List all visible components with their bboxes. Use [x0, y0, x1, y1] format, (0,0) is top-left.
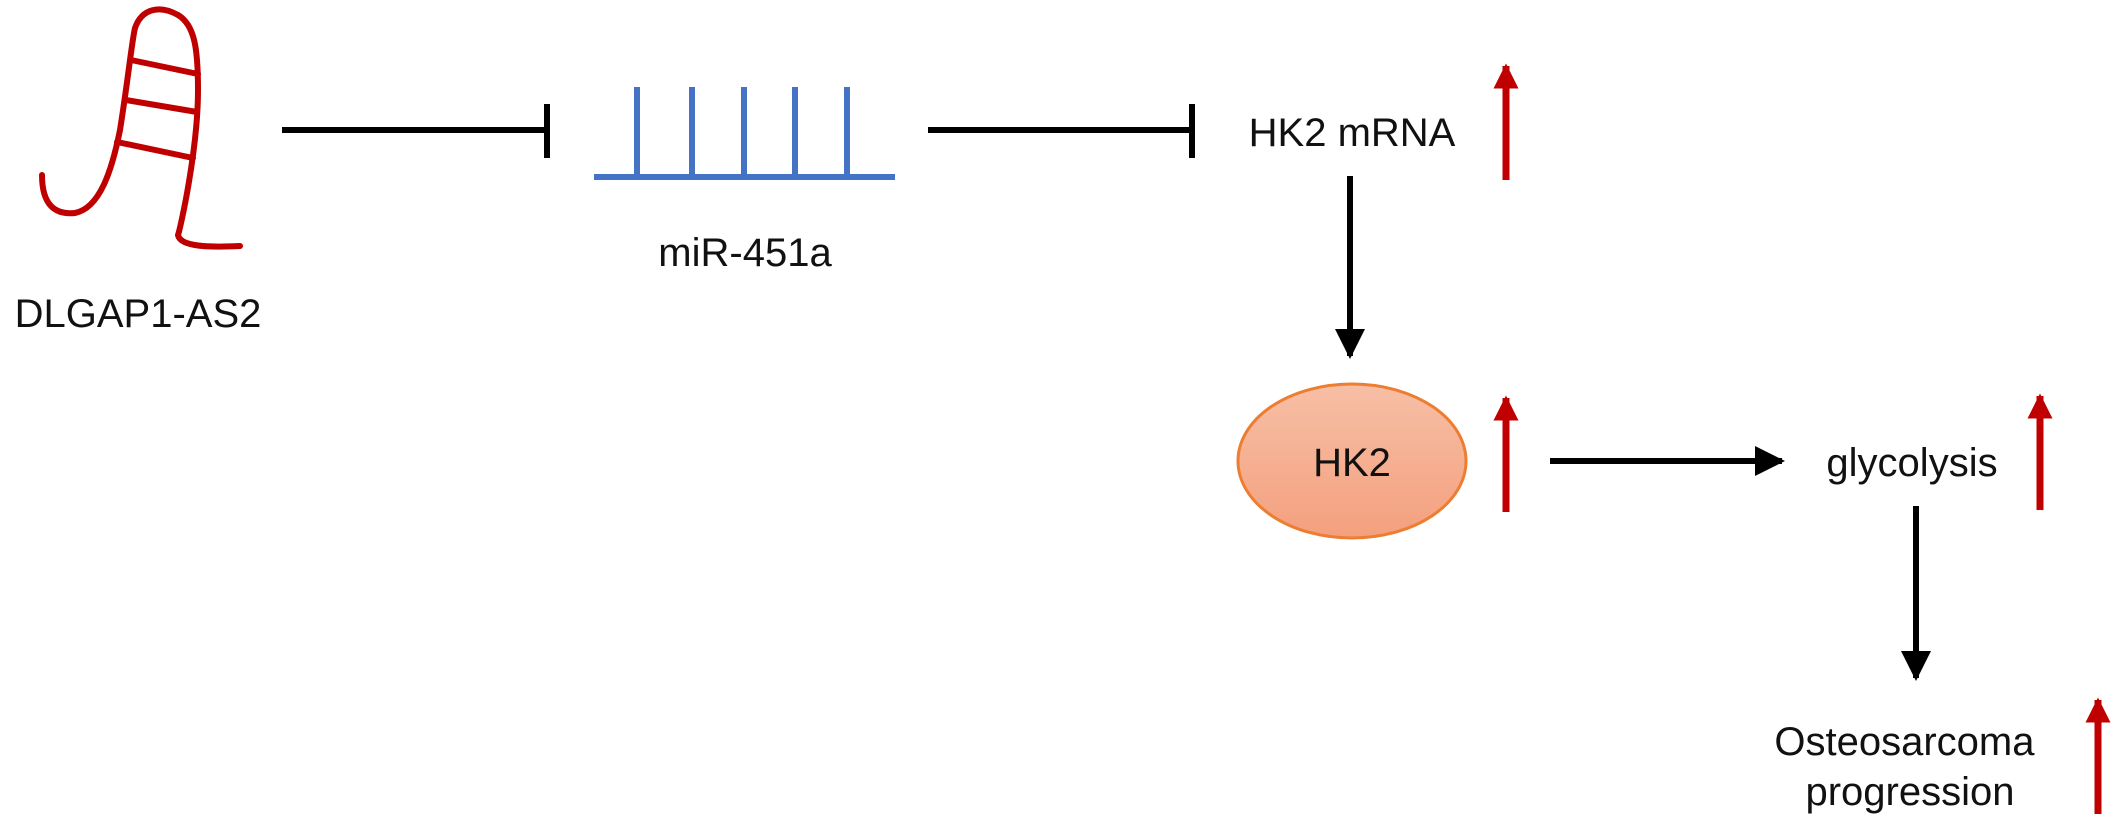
rna-hairpin-icon — [39, 6, 243, 250]
inhibit-edge-mirna-hk2mrna — [928, 104, 1195, 158]
hk2-label: HK2 — [1313, 441, 1391, 485]
inhibit-edge-lncrna-mirna — [282, 104, 550, 158]
mir-451a-label: miR-451a — [658, 231, 832, 275]
hk2-mrna-label: HK2 mRNA — [1249, 111, 1456, 155]
dlgap1-as2-label: DLGAP1-AS2 — [15, 292, 262, 336]
osteosarcoma-progression-label: Osteosarcoma progression — [1774, 720, 2045, 814]
glycolysis-label: glycolysis — [1826, 441, 1997, 485]
hk2-protein-ellipse — [1236, 382, 1468, 540]
outcome-label-line1: Osteosarcoma — [1774, 720, 2035, 764]
outcome-label-line2: progression — [1805, 770, 2014, 814]
mirna-comb-icon — [594, 87, 895, 180]
